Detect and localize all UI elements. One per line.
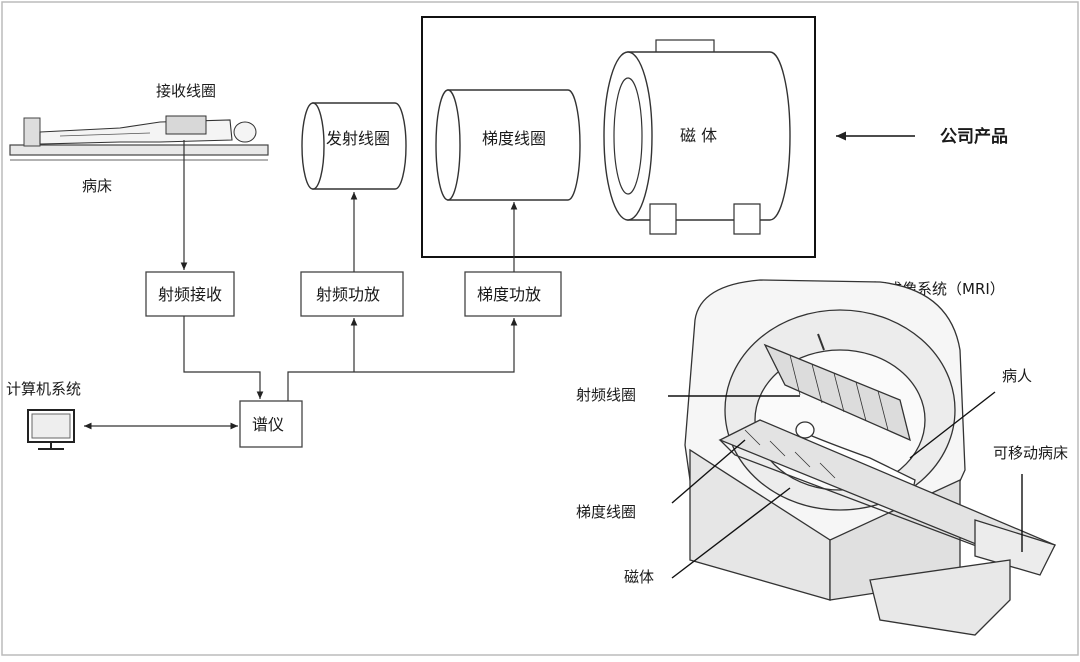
patient-label: 病人 <box>1002 367 1032 385</box>
transmit-coil-cylinder <box>301 102 407 190</box>
patient-on-bed-illustration <box>9 115 269 161</box>
receive-coil-label: 接收线圈 <box>156 82 216 100</box>
bed-label: 病床 <box>82 177 112 195</box>
magnet-cylinder-label: 磁 体 <box>680 126 717 145</box>
company-product-box <box>421 16 816 258</box>
rf-receive-label: 射频接收 <box>158 285 222 304</box>
rf-coil-label: 射频线圈 <box>576 386 636 404</box>
rf-receive-box <box>145 271 235 317</box>
gradient-coil-label: 梯度线圈 <box>576 503 636 521</box>
spectrometer-label: 谱仪 <box>252 415 284 434</box>
gradient-coil-cylinder <box>435 89 581 201</box>
spectrometer-box <box>239 400 303 448</box>
gradient-power-box <box>464 271 562 317</box>
magnet-label: 磁体 <box>624 568 654 586</box>
gradient-coil-cylinder-label: 梯度线圈 <box>482 129 546 148</box>
company-product-label: 公司产品 <box>940 126 1008 147</box>
gradient-power-label: 梯度功放 <box>477 285 541 304</box>
rf-power-box <box>300 271 404 317</box>
mri-label-pointers <box>668 391 1023 579</box>
mri-machine-illustration <box>684 279 1056 636</box>
rf-power-label: 射频功放 <box>316 285 380 304</box>
signal-connectors <box>84 140 518 430</box>
computer-monitor-icon <box>27 409 75 450</box>
computer-system-label: 计算机系统 <box>6 380 81 398</box>
movable-bed-label: 可移动病床 <box>993 444 1068 462</box>
magnet-cylinder <box>603 39 791 235</box>
transmit-coil-label: 发射线圈 <box>326 129 390 148</box>
